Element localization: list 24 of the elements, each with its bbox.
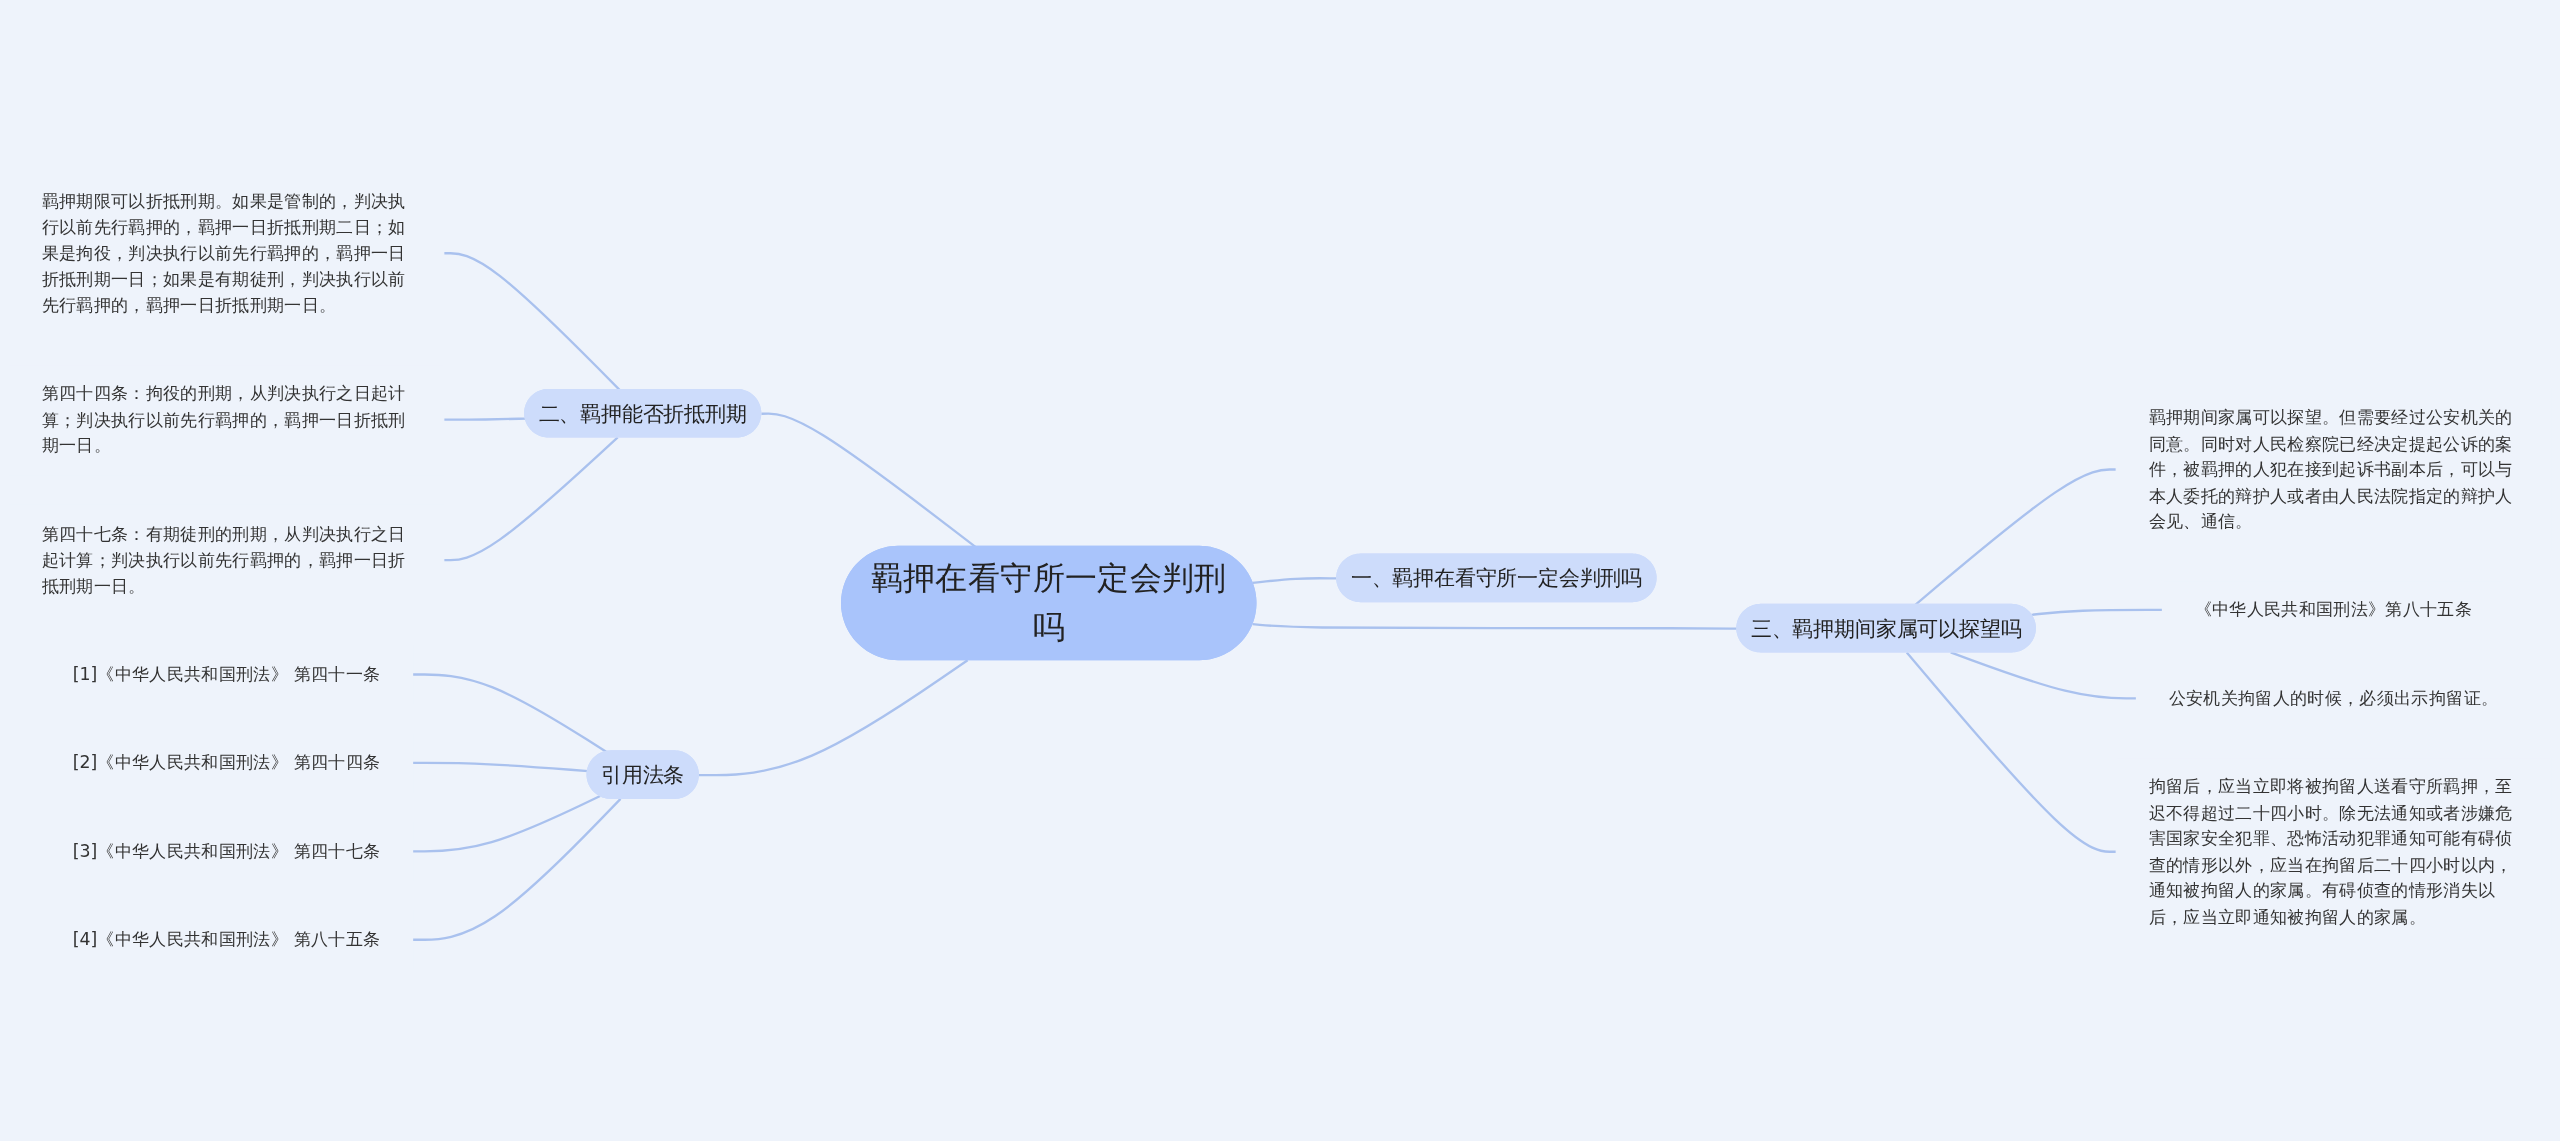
connector xyxy=(698,659,969,777)
node-text: 第四十四条：拘役的刑期，从判决执行之日起计算；判决执行以前先行羁押的，羁押一日折抵刑期一日。 xyxy=(41,382,406,456)
node-text: 羁押期间家属可以探望。但需要经过公安机关的同意。同时对人民检察院已经决定提起公诉的案件，被羁押的人犯在接到起诉书副本后，可以与本人委托的辩护人或者由人民法院指定的辩护人会见、通信。 xyxy=(2148,406,2513,532)
connector xyxy=(1914,468,2117,606)
connector xyxy=(1950,651,2137,700)
node-text: [1]《中华人民共和国刑法》 第四十一条 xyxy=(72,663,381,685)
connector xyxy=(412,798,622,941)
node-text: [3]《中华人民共和国刑法》 第四十七条 xyxy=(72,840,381,862)
connector xyxy=(443,436,619,562)
node-text: 公安机关拘留人的时候，必须出示拘留证。 xyxy=(2168,687,2499,709)
connector xyxy=(1905,651,2117,853)
connector xyxy=(443,417,526,421)
connector xyxy=(1252,623,1738,630)
node-text: 拘留后，应当立即将被拘留人送看守所羁押，至迟不得超过二十四小时。除无法通知或者涉嫌危害国家安全犯罪、恐怖活动犯罪通知可能有碍侦查的情形以外，应当在拘留后二十四小时以内，通知被拘留人的家属。有碍侦查的情形消失以后，应当立即通知被拘留人的家属。 xyxy=(2148,776,2513,927)
node-text: 羁押期限可以折抵刑期。如果是管制的，判决执行以前先行羁押的，羁押一日折抵刑期二日；如果是拘役，判决执行以前先行羁押的，羁押一日折抵刑期一日；如果是有期徒刑，判决执行以前先行羁押的，羁押一日折抵刑期一日。 xyxy=(41,190,406,316)
node-text: [4]《中华人民共和国刑法》 第八十五条 xyxy=(72,929,381,950)
connector xyxy=(412,673,608,753)
connector xyxy=(412,795,601,853)
node-text: 第四十七条：有期徒刑的刑期，从判决执行之日起计算；判决执行以前先行羁押的，羁押一日折抵刑期一日。 xyxy=(41,523,406,597)
connector xyxy=(443,252,621,391)
connector xyxy=(761,412,977,548)
node-text: 《中华人民共和国刑法》第八十五条 xyxy=(2194,599,2473,621)
connector xyxy=(2031,608,2163,616)
node-text: [2]《中华人民共和国刑法》 第四十四条 xyxy=(72,752,381,774)
